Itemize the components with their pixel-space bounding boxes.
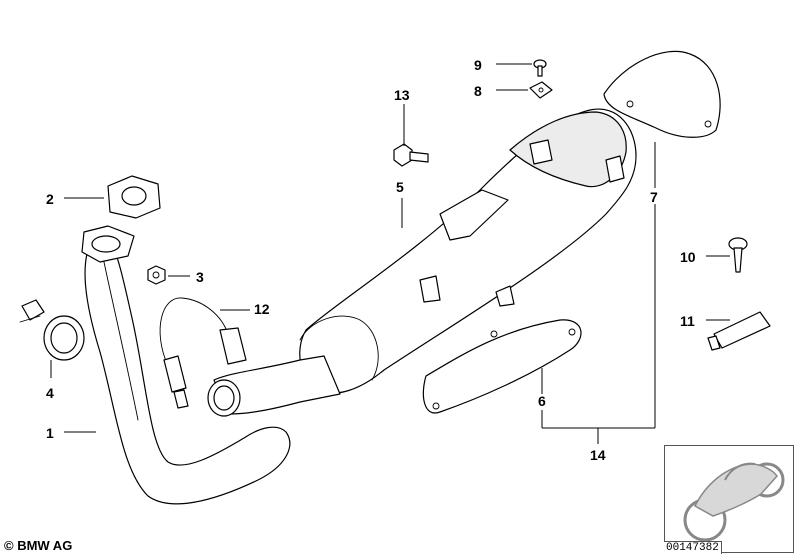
callout-6: 6 [538, 393, 546, 409]
gasket-flange[interactable] [107, 175, 161, 219]
callout-8: 8 [474, 83, 482, 99]
motorcycle-thumbnail [664, 445, 794, 553]
callout-5: 5 [396, 179, 404, 195]
callout-13: 13 [394, 87, 410, 103]
callout-14: 14 [590, 447, 606, 463]
clamp[interactable] [19, 299, 85, 361]
callout-7: 7 [650, 189, 658, 205]
header-flange[interactable] [81, 225, 135, 263]
bolt[interactable] [393, 143, 429, 167]
callout-3: 3 [196, 269, 204, 285]
nut[interactable] [147, 265, 166, 285]
motorcycle-icon [683, 462, 785, 542]
muffler[interactable] [299, 108, 637, 394]
callout-12: 12 [254, 301, 270, 317]
oxygen-sensor[interactable] [159, 297, 247, 409]
paste-tube[interactable] [707, 311, 771, 351]
callout-9: 9 [474, 57, 482, 73]
callout-2: 2 [46, 191, 54, 207]
copyright: © BMW AG [4, 538, 73, 553]
callout-4: 4 [46, 385, 54, 401]
callout-11: 11 [680, 313, 695, 329]
header-pipe[interactable] [84, 239, 291, 505]
connecting-pipe[interactable] [207, 355, 341, 417]
drawing-number: 00147382 [664, 541, 722, 554]
screw[interactable] [728, 237, 748, 273]
end-cap[interactable] [603, 50, 721, 138]
clip-nut[interactable] [529, 81, 553, 99]
callout-10: 10 [680, 249, 696, 265]
leader-lines [50, 63, 730, 444]
small-screw[interactable] [533, 59, 547, 77]
callout-1: 1 [46, 425, 54, 441]
heat-shield[interactable] [422, 319, 582, 414]
